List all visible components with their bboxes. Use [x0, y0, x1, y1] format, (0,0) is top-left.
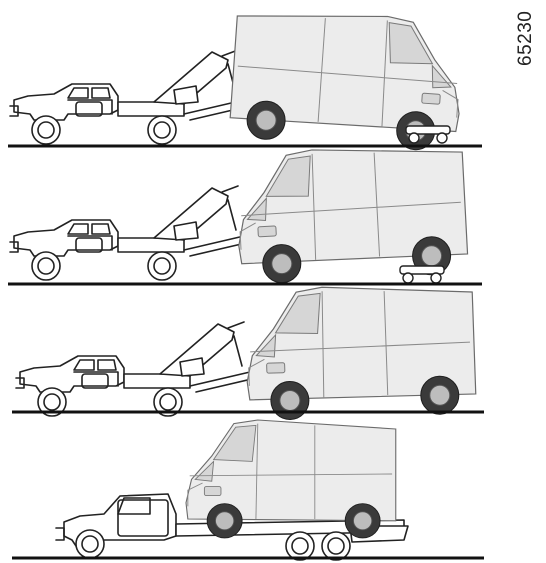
tow-truck-1: [10, 50, 250, 144]
van-4: [186, 420, 396, 538]
van-2: [234, 142, 469, 285]
panel-2: [8, 142, 482, 285]
dolly-2: [400, 266, 444, 283]
panel-3: [12, 282, 484, 421]
tow-truck-3: [16, 322, 256, 416]
tow-truck-2: [10, 186, 250, 280]
van-3: [244, 282, 476, 421]
panel-4: [12, 420, 484, 560]
panel-1: [8, 6, 482, 153]
